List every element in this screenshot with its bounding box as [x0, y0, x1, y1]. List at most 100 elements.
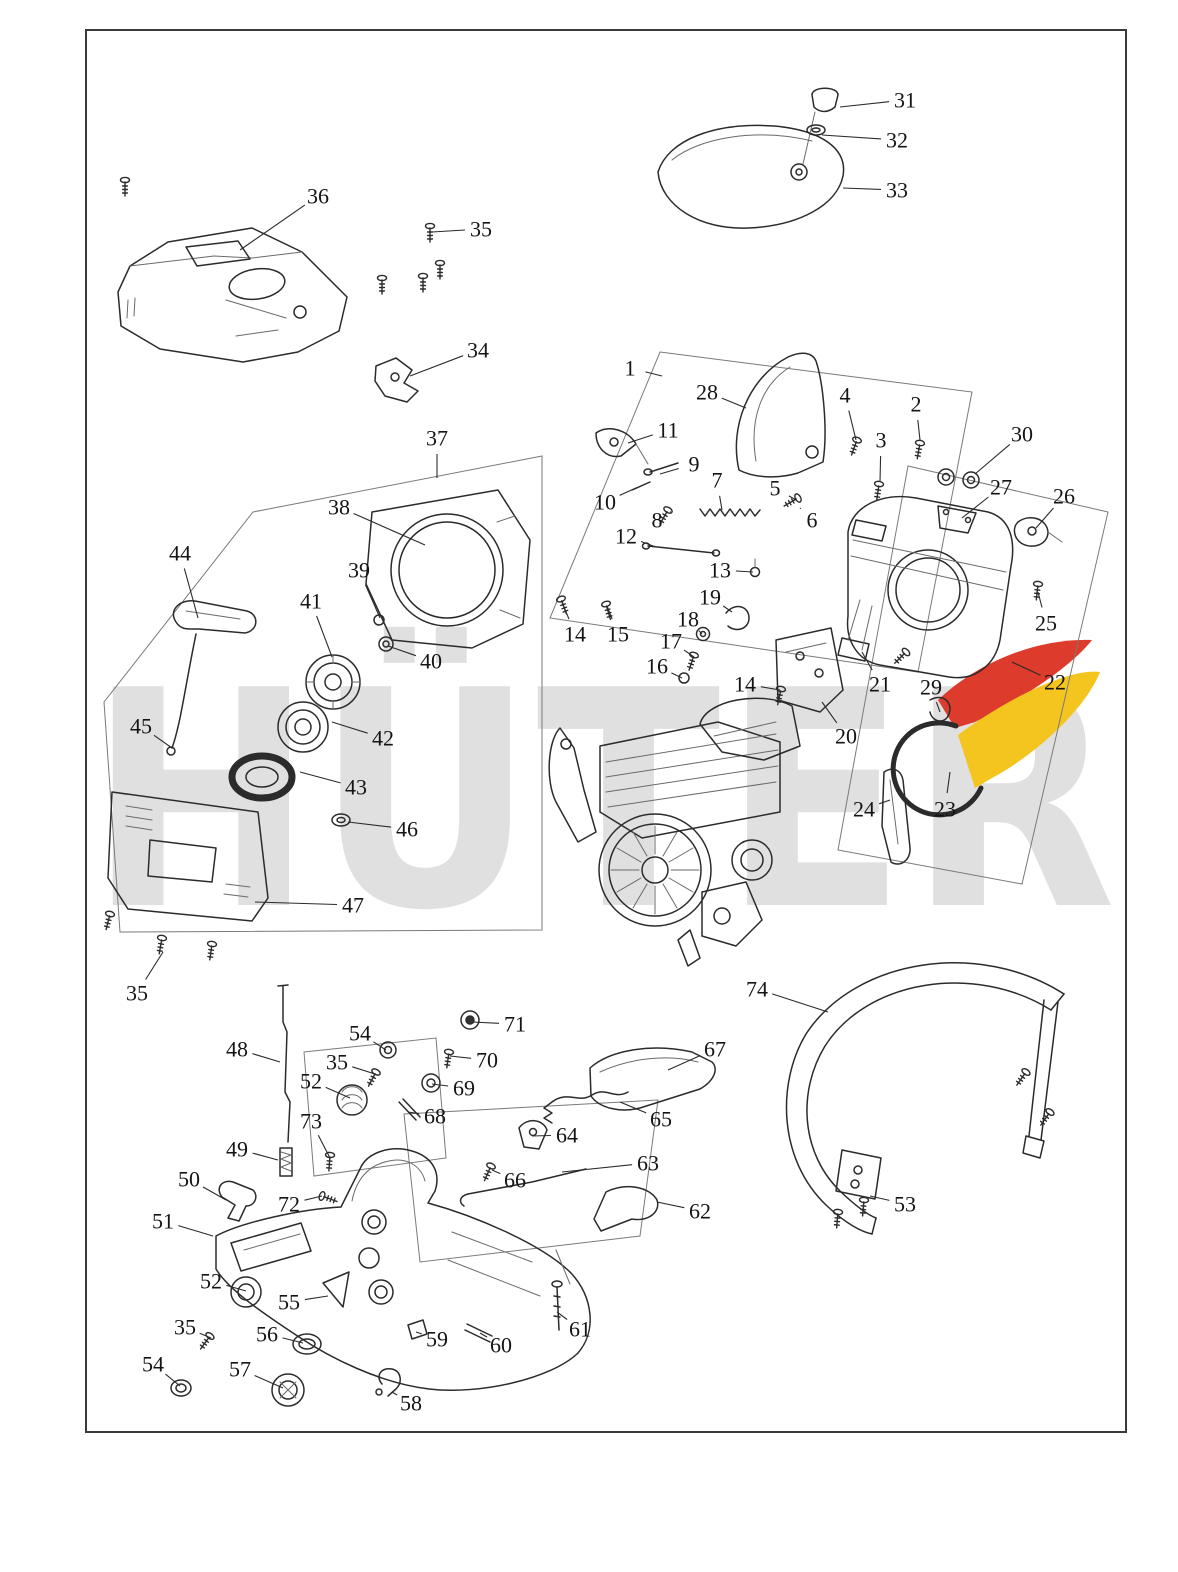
starter-cover-47-drawing [101, 791, 269, 962]
callout-leader-line [1037, 591, 1043, 608]
clutch-cover-22-drawing [846, 495, 1014, 679]
callout-leader-line [842, 187, 882, 190]
callout-leader-line [252, 1053, 281, 1063]
callout-leader-line [561, 601, 570, 620]
part-number-callout: 38 [328, 495, 350, 520]
part-number-callout: 31 [894, 88, 916, 113]
callout-leader-line [821, 134, 882, 140]
callout-leader-line [917, 419, 921, 441]
part-number-callout: 54 [142, 1352, 164, 1377]
front-handlebar-74-drawing [785, 962, 1065, 1235]
part-number-callout: 40 [420, 649, 442, 674]
part-number-callout: 63 [637, 1151, 659, 1176]
lever-62-drawing [593, 1185, 659, 1232]
starter-handle-44-drawing [166, 600, 257, 756]
part-number-callout: 37 [426, 426, 448, 451]
guide-plate-24-drawing [881, 768, 911, 865]
callout-leader-line [491, 1169, 501, 1175]
part-number-callout: 34 [467, 338, 489, 363]
callout-leader-line [304, 1295, 329, 1301]
part-number-callout: 68 [424, 1104, 446, 1129]
part-number-callout: 12 [615, 524, 637, 549]
rewind-spring-42-drawing [277, 701, 329, 753]
callout-leader-line [799, 507, 802, 510]
part-number-callout: 11 [657, 418, 678, 443]
part-number-callout: 21 [869, 672, 891, 697]
part-number-callout: 25 [1035, 611, 1057, 636]
part-number-callout: 10 [594, 490, 616, 515]
callout-leader-line [199, 1332, 212, 1339]
rod-63-drawing [459, 1168, 587, 1207]
part-number-callout: 1 [625, 356, 636, 381]
part-number-callout: 14 [734, 672, 756, 697]
part-number-callout: 26 [1053, 484, 1075, 509]
part-number-callout: 41 [300, 589, 322, 614]
part-number-callout: 67 [704, 1037, 726, 1062]
callout-leader-line [556, 1311, 568, 1320]
part-number-callout: 52 [300, 1069, 322, 1094]
part-number-callout: 29 [920, 675, 942, 700]
plate-27-drawing [937, 505, 977, 534]
part-number-callout: 69 [453, 1076, 475, 1101]
part-number-callout: 53 [894, 1192, 916, 1217]
callout-leader-line [619, 487, 637, 496]
callout-leader-line [471, 1021, 500, 1024]
part-number-callout: 52 [200, 1269, 222, 1294]
part-number-callout: 24 [853, 797, 875, 822]
part-number-callout: 73 [300, 1109, 322, 1134]
part-number-callout: 19 [699, 585, 721, 610]
callout-leader-line [254, 1374, 284, 1389]
callout-leader-line [656, 1201, 685, 1209]
part-number-callout: 23 [934, 797, 956, 822]
part-number-callout: 22 [1044, 670, 1066, 695]
part-number-callout: 28 [696, 380, 718, 405]
trigger-50-drawing [218, 1180, 257, 1222]
part-number-callout: 17 [660, 629, 682, 654]
callout-leader-line [165, 1373, 181, 1387]
throttle-wire-65-drawing [543, 1091, 629, 1124]
callout-leader-line [254, 901, 338, 906]
part-number-callout: 7 [712, 468, 723, 493]
callout-leader-line [645, 371, 663, 377]
page-frame [85, 29, 1127, 1433]
part-number-callout: 74 [746, 977, 768, 1002]
callout-leader-line [946, 771, 951, 794]
part-number-callout: 59 [426, 1327, 448, 1352]
part-number-callout: 58 [400, 1391, 422, 1416]
part-number-callout: 61 [569, 1317, 591, 1342]
callout-leader-line [252, 1152, 279, 1161]
callout-leader-line [935, 701, 941, 713]
callout-leader-line [178, 1225, 214, 1237]
callout-leader-line [619, 1101, 647, 1114]
callout-leader-line [431, 229, 466, 233]
part-number-callout: 18 [677, 607, 699, 632]
callout-leader-line [299, 771, 341, 784]
callout-leader-line [531, 1134, 552, 1137]
part-number-callout: 8 [652, 508, 663, 533]
part-number-callout: 45 [130, 714, 152, 739]
part-number-callout: 30 [1011, 422, 1033, 447]
part-number-callout: 35 [174, 1315, 196, 1340]
part-number-callout: 9 [689, 452, 700, 477]
callout-leader-line [145, 951, 164, 980]
callout-leader-line [1035, 507, 1054, 529]
callout-leader-line [282, 1337, 304, 1344]
callout-leader-line [671, 672, 683, 679]
part-number-callout: 65 [650, 1107, 672, 1132]
callout-leader-line [627, 434, 653, 444]
callout-leader-line [879, 455, 882, 483]
callout-leader-line [861, 651, 873, 671]
part-number-callout: 39 [348, 558, 370, 583]
callout-leader-line [772, 993, 829, 1013]
part-number-callout: 71 [504, 1012, 526, 1037]
part-number-callout: 32 [886, 128, 908, 153]
callout-leader-line [698, 630, 703, 635]
bracket-26-drawing [1013, 517, 1063, 547]
part-number-callout: 35 [126, 981, 148, 1006]
part-number-callout: 20 [835, 724, 857, 749]
callout-leader-line [387, 645, 417, 657]
rear-handle-tank-drawing [215, 1148, 591, 1392]
callout-leader-line [659, 467, 679, 475]
